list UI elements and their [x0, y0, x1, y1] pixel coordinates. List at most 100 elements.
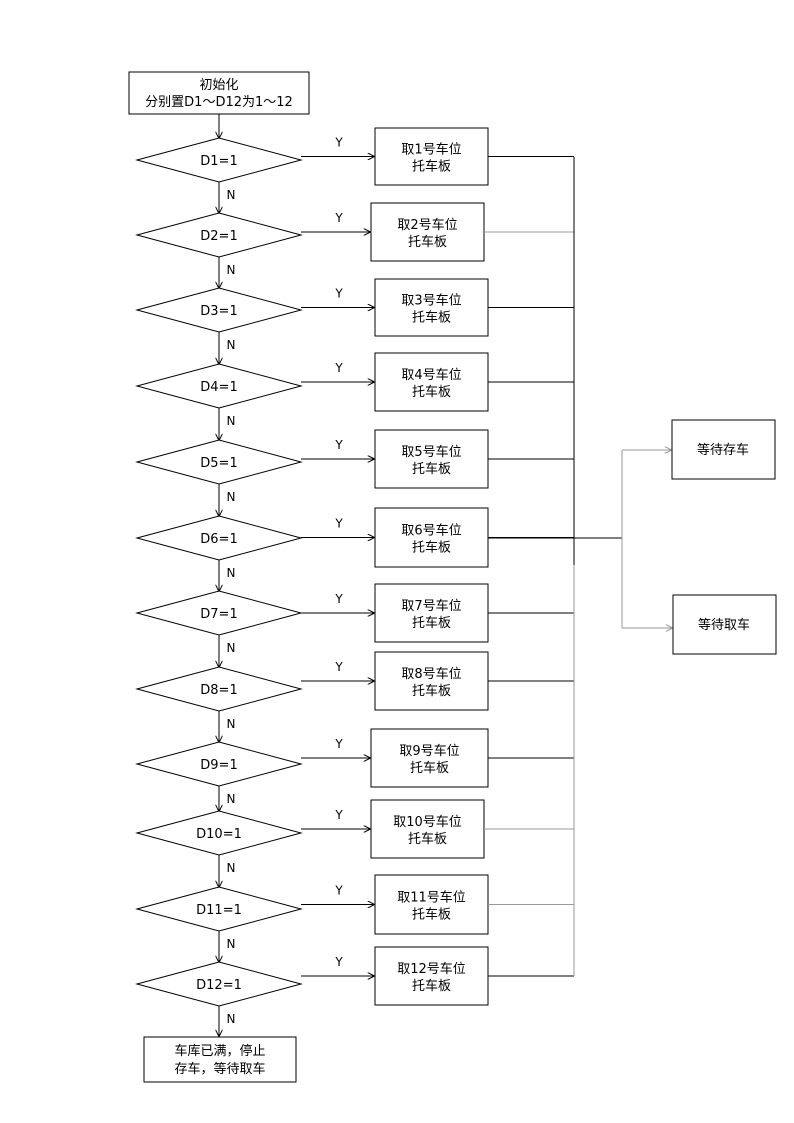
action-line1: 取1号车位 — [401, 142, 461, 158]
action-line2: 托车板 — [412, 615, 451, 631]
action-line1: 取4号车位 — [401, 367, 461, 383]
action-line2: 托车板 — [412, 683, 451, 699]
action-line2: 托车板 — [412, 978, 451, 994]
no-label: N — [227, 338, 236, 352]
action-line2: 托车板 — [408, 831, 447, 847]
no-label: N — [227, 263, 236, 277]
start-line2: 分别置D1～D12为1～12 — [145, 95, 293, 110]
action-line2: 托车板 — [412, 159, 451, 175]
decision-diamond — [135, 137, 303, 183]
decision-d2: D2=1 — [135, 212, 303, 258]
decision-label: D6=1 — [200, 532, 237, 547]
yes-label: Y — [334, 438, 343, 452]
action-line1: 取11号车位 — [397, 890, 466, 906]
decision-d1: D1=1 — [135, 137, 303, 183]
decision-d6: D6=1 — [135, 515, 303, 561]
yes-label: Y — [334, 808, 343, 822]
action-line1: 取9号车位 — [399, 743, 459, 759]
no-label: N — [227, 490, 236, 504]
decision-label: D1=1 — [200, 154, 237, 169]
action-line2: 托车板 — [412, 461, 451, 477]
decision-d8: D8=1 — [135, 666, 303, 712]
no-label: N — [227, 641, 236, 655]
decision-diamond — [135, 439, 303, 485]
decision-diamond — [135, 363, 303, 409]
no-label: N — [227, 414, 236, 428]
yes-label: Y — [334, 737, 343, 751]
decision-d4: D4=1 — [135, 363, 303, 409]
action-line1: 取6号车位 — [401, 523, 461, 539]
yes-label: Y — [334, 660, 343, 674]
yes-label: Y — [334, 884, 343, 898]
yes-label: Y — [334, 287, 343, 301]
collector-lines — [488, 157, 672, 976]
decision-d12: D12=1 — [135, 961, 303, 1007]
decision-label: D2=1 — [200, 229, 237, 244]
action-line2: 托车板 — [410, 760, 449, 776]
start-line1: 初始化 — [199, 78, 238, 93]
action-line1: 取7号车位 — [401, 598, 461, 614]
decision-label: D9=1 — [200, 758, 237, 773]
yes-label: Y — [334, 592, 343, 606]
action-line1: 取3号车位 — [401, 293, 461, 309]
decision-label: D4=1 — [200, 380, 237, 395]
decision-d9: D9=1 — [135, 741, 303, 787]
decision-diamond — [135, 212, 303, 258]
action-line1: 取8号车位 — [401, 666, 461, 682]
action-line2: 托车板 — [412, 384, 451, 400]
decision-d3: D3=1 — [135, 287, 303, 333]
action-line1: 取5号车位 — [401, 444, 461, 460]
outcome-retrieve-box: 等待取车 — [672, 594, 777, 655]
end-line1: 车库已满，停止 — [174, 1043, 265, 1059]
decision-diamond — [135, 810, 303, 856]
decision-diamond — [135, 287, 303, 333]
outcome-retrieve-label: 等待取车 — [698, 617, 750, 633]
no-label: N — [227, 1012, 236, 1026]
yes-label: Y — [334, 361, 343, 375]
decision-label: D11=1 — [196, 903, 242, 918]
action-line2: 托车板 — [412, 907, 451, 923]
no-label: N — [227, 188, 236, 202]
outcome-store-label: 等待存车 — [697, 442, 749, 458]
start-box: 初始化 分别置D1～D12为1～12 — [128, 71, 310, 115]
action-line2: 托车板 — [408, 234, 447, 250]
decision-label: D3=1 — [200, 304, 237, 319]
no-label: N — [227, 792, 236, 806]
decision-label: D7=1 — [200, 607, 237, 622]
action-line2: 托车板 — [412, 540, 451, 556]
decision-diamond — [135, 666, 303, 712]
outcome-store-box: 等待存车 — [671, 419, 776, 480]
no-label: N — [227, 937, 236, 951]
decision-label: D5=1 — [200, 456, 237, 471]
yes-label: Y — [334, 955, 343, 969]
yes-label: Y — [334, 211, 343, 225]
decision-diamond — [135, 886, 303, 932]
no-label: N — [227, 566, 236, 580]
action-line1: 取2号车位 — [397, 217, 457, 233]
action-line1: 取12号车位 — [397, 961, 466, 977]
decision-label: D12=1 — [196, 978, 242, 993]
no-label: N — [227, 861, 236, 875]
action-line2: 托车板 — [412, 310, 451, 326]
decision-d7: D7=1 — [135, 590, 303, 636]
decision-diamond — [135, 741, 303, 787]
decision-label: D10=1 — [196, 827, 242, 842]
decision-d11: D11=1 — [135, 886, 303, 932]
no-label: N — [227, 717, 236, 731]
decision-label: D8=1 — [200, 683, 237, 698]
action-line1: 取10号车位 — [393, 814, 462, 830]
end-line2: 存车，等待取车 — [174, 1061, 265, 1077]
